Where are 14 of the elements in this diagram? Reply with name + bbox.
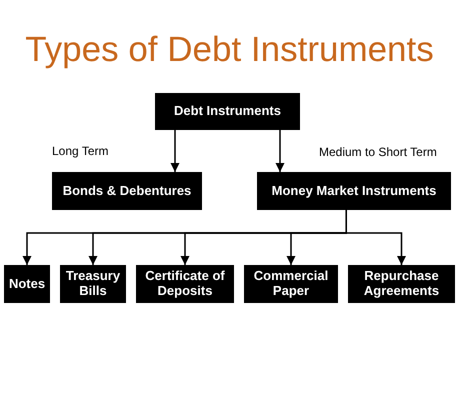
title: Types of Debt Instruments [24, 30, 435, 70]
branch-label: Medium to Short Term [319, 145, 437, 159]
category-box: Bonds & Debentures [52, 172, 202, 210]
arrow [170, 130, 180, 172]
category-box: Commercial Paper [244, 265, 338, 303]
arrow [346, 210, 406, 265]
arrow [276, 130, 284, 172]
category-box: Certificate of Deposits [136, 265, 234, 303]
category-box: Debt Instruments [155, 93, 300, 130]
branch-label: Long Term [52, 144, 108, 158]
category-box: Repurchase Agreements [348, 265, 455, 303]
category-box: Notes [4, 265, 50, 303]
category-box: Treasury Bills [60, 265, 126, 303]
category-box: Money Market Instruments [257, 172, 451, 210]
